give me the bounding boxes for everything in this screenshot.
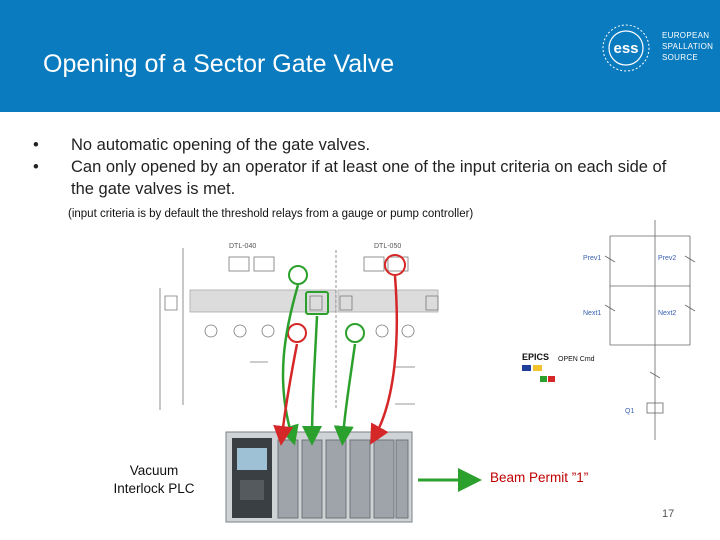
section-label: DTL-040 [229,243,256,250]
arrow-red [273,343,299,446]
epics-block [540,376,547,382]
bullet-text-2: Can only opened by an operator if at lea… [71,158,667,198]
epics-label: EPICS [522,352,550,362]
slide-header [0,0,720,112]
epics-block [548,376,555,382]
bullet-item: • No automatic opening of the gate valve… [33,134,693,156]
gauge-green-3 [345,323,365,343]
plc-label-line-2: Interlock PLC [113,481,195,496]
open-cmd-label: OPEN Cmd [558,356,595,363]
gauge-green-2 [305,291,329,315]
plc-label-line-1: Vacuum [129,463,179,478]
ess-logo-mark: ess [613,40,638,57]
gauge-red-2 [287,323,307,343]
bullet-item: • Can only opened by an operator if at l… [33,156,693,200]
arrow-red [370,275,399,445]
logo-line-3: SOURCE [662,53,699,62]
arrow-green [333,343,357,446]
relay-label: Next1 [583,310,601,317]
logo-line-1: EUROPEAN [662,31,710,40]
gauge-green-1 [288,265,308,285]
relay-label: Prev1 [583,255,601,262]
slide-title: Opening of a Sector Gate Valve [43,50,395,78]
page-number: 17 [662,508,675,520]
bullet-dot: • [33,136,39,154]
criteria-note: (input criteria is by default the thresh… [68,208,474,220]
bullet-list: • No automatic opening of the gate valve… [33,134,693,200]
arrow-green [279,284,300,446]
beam-permit-label: Beam Permit ”1” [490,470,589,485]
bullet-text-1: No automatic opening of the gate valves. [71,136,371,154]
plc-label: Vacuum Interlock PLC [104,462,204,498]
relay-label: Prev2 [658,255,676,262]
ess-logo-icon: ess [602,24,650,72]
gauge-red-1 [384,254,406,276]
relay-label: Next2 [658,310,676,317]
relay-label: Q1 [625,408,634,415]
logo-wordmark: EUROPEAN SPALLATION SOURCE [662,30,713,63]
vacuum-schematic [159,248,439,410]
plc-rack [225,431,413,523]
section-label: DTL-050 [374,243,401,250]
logo-line-2: SPALLATION [662,42,714,51]
epics-block [533,365,542,371]
epics-block [522,365,531,371]
relay-schematic [604,220,696,440]
arrow-green [302,315,323,446]
bullet-dot: • [33,158,39,176]
